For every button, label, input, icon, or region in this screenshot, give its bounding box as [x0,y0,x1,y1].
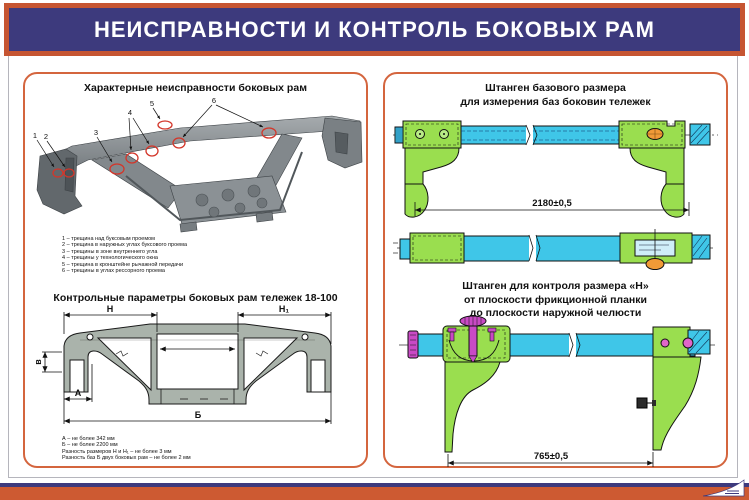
callout-6: 6 [212,96,216,105]
legend-line: 1 – трещина над буксовым проемом [62,236,155,242]
callout-1: 1 [33,131,37,140]
dim-label-H1: Н₁ [279,304,289,314]
clamp-knob-orange-top [645,258,665,270]
dimension-lines [42,312,332,424]
dim-label-H: Н [107,304,114,314]
callout-arrows [36,104,264,168]
stop-pin [636,397,656,409]
gauge-h-title: Штанген для контроля размера «Н» от плос… [385,280,726,321]
faults-legend: 1 – трещина над буксовым проемом 2 – тре… [62,236,187,275]
gauge-h-title-line1: Штанген для контроля размера «Н» [462,280,649,292]
crack-markers [52,120,277,178]
gauge-h-dimension-label: 765±0,5 [534,451,569,462]
callout-numbers: 1 2 3 4 5 6 [33,96,216,141]
legend-line: А – не более 342 мм [62,436,115,442]
dimension-labels: Н Н₁ в А Б [33,304,289,420]
legend-line: 2 – трещина в наружных углах буксового п… [62,242,188,249]
dim-label-v: в [33,359,43,365]
dim-label-B: Б [195,410,202,420]
legend-line: 6 – трещины в углах рессорного проема [62,268,165,275]
poster-title: НЕИСПРАВНОСТИ И КОНТРОЛЬ БОКОВЫХ РАМ [93,16,656,42]
callout-2: 2 [44,132,48,141]
right-jaw [629,147,685,218]
gauge-h-title-line3: до плоскости наружной челюсти [469,307,642,320]
right-leg [652,356,702,451]
gauge-base-top-view [393,229,715,270]
gauge-base-drawing: 2180±0,5 [393,120,718,270]
legend-line: 5 – трещина в кронштейне рычажной переда… [62,261,184,268]
gauge-h-drawing: 765±0,5 [399,315,715,467]
legend-line: Разность размеров Н и Н₁ – не более 3 мм [62,448,172,455]
parameters-legend: А – не более 342 мм Б – не более 2200 мм… [62,436,191,462]
side-frame-photo [36,115,363,233]
left-head-block [402,120,462,149]
footer-blue-line [0,483,749,487]
gauge-h-title-line2: от плоскости фрикционной планки [464,293,647,306]
fault-photo-diagram: 1 2 3 4 5 6 [33,96,363,233]
callout-5: 5 [150,99,154,108]
parameters-drawing: Н Н₁ в А Б [33,304,332,424]
gauge-bar [460,125,620,145]
left-jaw [404,147,460,218]
gauge-base-title-line2: для измерения баз боковин тележек [460,95,651,108]
legend-line: 4 – трещины у технологического окна [62,255,158,262]
right-head-block [652,326,691,358]
right-end-cap [689,123,711,146]
page-frame [8,56,738,478]
faults-title: Характерные неисправности боковых рам [84,82,307,94]
right-panel: Штанген базового размера для измерения б… [383,72,728,468]
gauge-h-dimension [447,452,654,467]
callout-3: 3 [94,128,98,137]
legend-line: 3 – трещины в зоне внутреннего угла [62,248,158,255]
gauge-base-title: Штанген базового размера для измерения б… [385,82,726,109]
gauge-base-dimension [414,202,690,216]
parameters-title: Контрольные параметры боковых рам тележе… [53,292,338,304]
side-frame-outline [63,323,332,405]
gauge-base-title-line1: Штанген базового размера [485,82,626,94]
callout-4: 4 [128,108,132,117]
legend-line: Б – не более 2200 мм [62,442,118,449]
publisher-logo [702,479,745,497]
clamp-side-screws [447,327,497,342]
footer-orange-bar [0,487,749,500]
legend-line: Разность баз Б двух боковых рам – не бол… [62,455,191,462]
gauge-base-dimension-label: 2180±0,5 [532,198,572,209]
left-panel: Характерные неисправности боковых рам [23,72,368,468]
poster-header: НЕИСПРАВНОСТИ И КОНТРОЛЬ БОКОВЫХ РАМ [4,3,745,56]
left-leg [444,361,501,453]
gauge-base-side-view: 2180±0,5 [393,120,718,218]
dim-label-A: А [75,388,82,398]
